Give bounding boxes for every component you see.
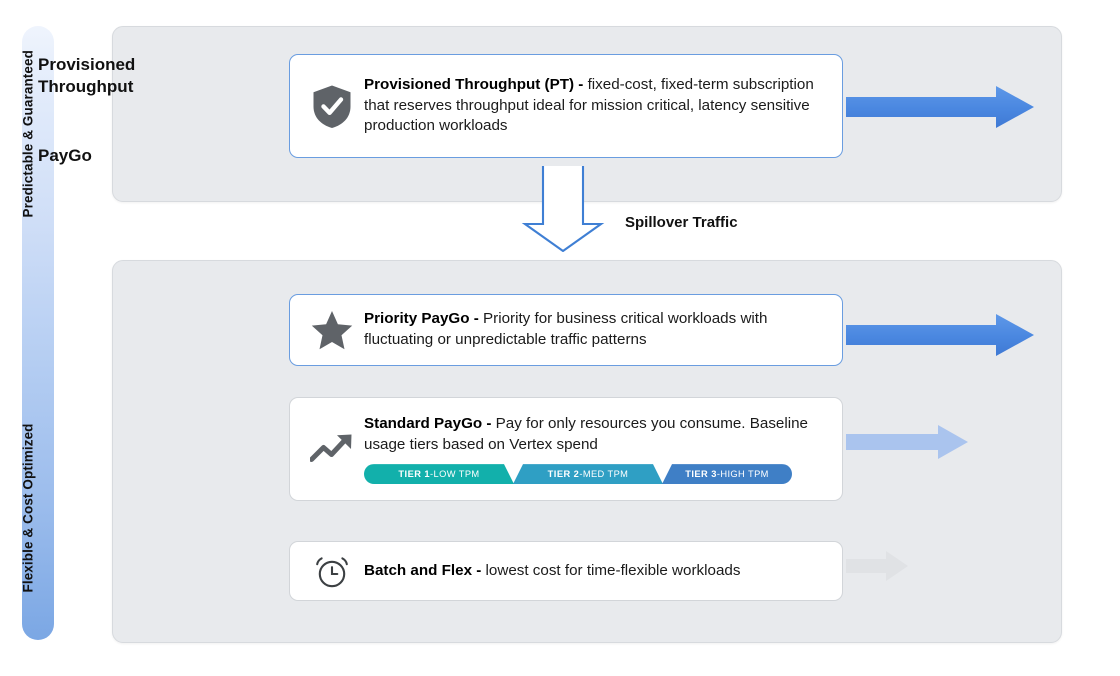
card-separator: -	[472, 561, 486, 579]
tier-badge-3-label: HIGH TPM	[720, 469, 769, 480]
shield-check-icon	[304, 84, 360, 129]
card-title-priority-paygo: Priority PayGo	[364, 310, 470, 328]
tier-badge-3[interactable]: TIER 3 - HIGH TPM	[662, 464, 792, 485]
tier-badge-3-sep: -	[716, 469, 721, 480]
flow-arrow-provisioned-throughput	[846, 86, 1034, 128]
card-text-priority-paygo: Priority PayGo - Priority for business c…	[364, 309, 826, 350]
spectrum-label-bottom: Flexible & Cost Optimized	[20, 423, 36, 593]
tier-badge-1-name: TIER 1	[398, 469, 431, 480]
spillover-arrow-icon	[521, 166, 605, 253]
card-batch-and-flex[interactable]: Batch and Flex - lowest cost for time-fl…	[289, 541, 843, 601]
card-body-priority-paygo: Priority PayGo - Priority for business c…	[360, 309, 842, 350]
flow-arrow-standard-paygo	[846, 425, 968, 459]
star-icon	[304, 310, 360, 350]
spillover-traffic-label: Spillover Traffic	[625, 214, 738, 231]
tier-badge-2-sep: -	[579, 469, 583, 480]
card-body-standard-paygo: Standard PayGo - Pay for only resources …	[360, 414, 842, 485]
spectrum-label-top: Predictable & Guaranteed	[20, 50, 36, 218]
card-separator: -	[574, 76, 588, 94]
tier-chevron-bar: TIER 1 - LOW TPM TIER 2 - MED TPM TIER 3…	[364, 464, 792, 485]
card-description-batch-and-flex: lowest cost for time-flexible workloads	[485, 561, 741, 579]
flow-arrow-priority-paygo	[846, 314, 1034, 356]
card-wrap-standard-paygo: Standard PayGo - Pay for only resources …	[289, 397, 843, 515]
card-wrap-batch-and-flex: Batch and Flex - lowest cost for time-fl…	[289, 541, 843, 613]
card-wrap-provisioned-throughput: Provisioned Throughput (PT) - fixed-cost…	[289, 54, 843, 176]
card-body-batch-and-flex: Batch and Flex - lowest cost for time-fl…	[360, 561, 842, 582]
card-text-standard-paygo: Standard PayGo - Pay for only resources …	[364, 414, 826, 455]
card-title-batch-and-flex: Batch and Flex	[364, 561, 473, 579]
card-description-priority-paygo: Priority for business critical workloads…	[364, 310, 768, 348]
card-wrap-priority-paygo: Priority PayGo - Priority for business c…	[289, 294, 843, 378]
tier-badge-2[interactable]: TIER 2 - MED TPM	[513, 464, 663, 484]
card-provisioned-throughput[interactable]: Provisioned Throughput (PT) - fixed-cost…	[289, 54, 843, 158]
tier-badge-2-name: TIER 2	[547, 469, 580, 480]
card-separator: -	[469, 310, 484, 328]
card-text-batch-and-flex: Batch and Flex - lowest cost for time-fl…	[364, 561, 826, 582]
card-description-standard-paygo: Pay for only resources you consume. Base…	[364, 414, 809, 453]
card-title-standard-paygo: Standard PayGo	[364, 414, 483, 432]
tier-badge-1-sep: -	[430, 469, 434, 480]
panel-title-paygo: PayGo	[38, 146, 92, 165]
tier-badge-1[interactable]: TIER 1 - LOW TPM	[364, 464, 514, 484]
card-description-provisioned-throughput: fixed-cost, fixed-term subscription that…	[364, 76, 814, 135]
card-text-provisioned-throughput: Provisioned Throughput (PT) - fixed-cost…	[364, 75, 826, 137]
tier-badge-1-label: LOW TPM	[433, 469, 480, 480]
card-separator: -	[482, 414, 496, 432]
flow-arrow-batch-and-flex	[846, 551, 908, 581]
card-title-provisioned-throughput: Provisioned Throughput (PT)	[364, 76, 575, 94]
alarm-clock-icon	[304, 553, 360, 589]
card-priority-paygo[interactable]: Priority PayGo - Priority for business c…	[289, 294, 843, 366]
tier-badge-3-name: TIER 3	[685, 469, 717, 480]
card-body-provisioned-throughput: Provisioned Throughput (PT) - fixed-cost…	[360, 75, 842, 137]
priority-spectrum-bar	[22, 26, 54, 640]
trending-up-icon	[304, 432, 360, 466]
tier-badge-2-label: MED TPM	[582, 469, 629, 480]
card-standard-paygo[interactable]: Standard PayGo - Pay for only resources …	[289, 397, 843, 501]
